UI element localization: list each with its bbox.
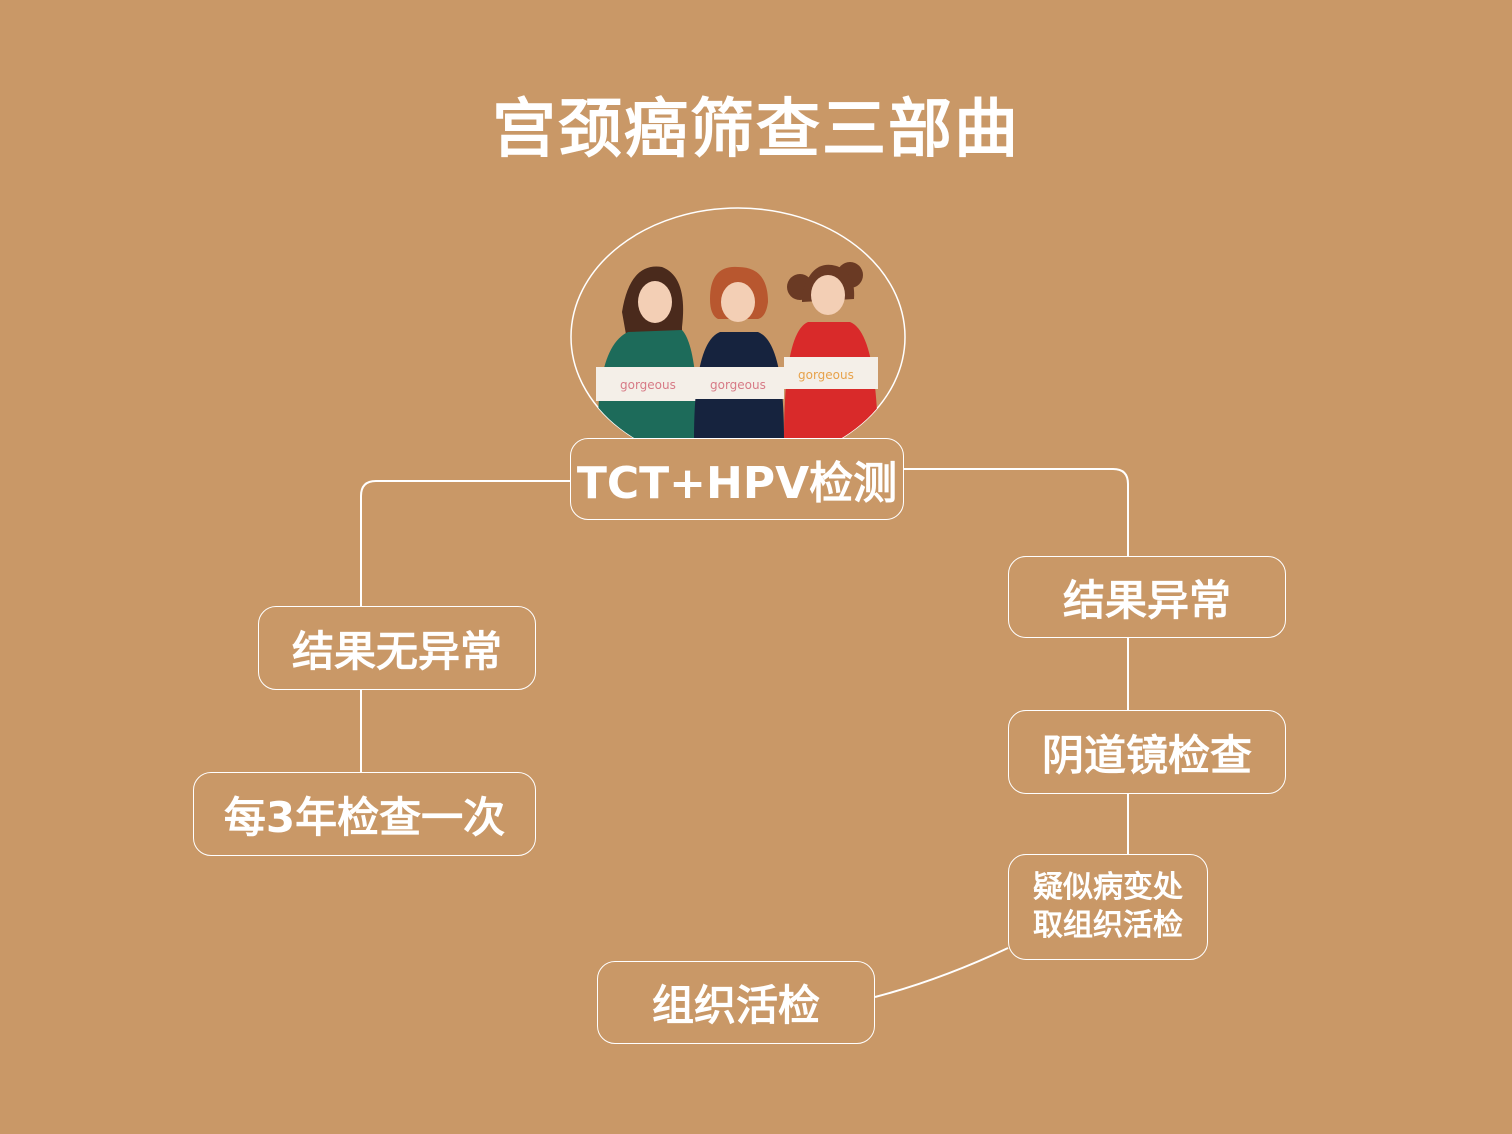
girl-red-icon: gorgeous — [784, 262, 878, 439]
node-tct-hpv-test: TCT+HPV检测 — [570, 438, 904, 520]
sweater-text-3: gorgeous — [798, 368, 854, 382]
sweater-text-2: gorgeous — [710, 378, 766, 392]
three-girls-illustration: gorgeous gorgeous gorgeous — [570, 207, 906, 467]
node-colposcopy: 阴道镜检查 — [1008, 710, 1286, 794]
node-result-normal: 结果无异常 — [258, 606, 536, 690]
girl-navy-icon: gorgeous — [694, 266, 784, 439]
connector-suspect-biopsy — [874, 947, 1009, 998]
connector-root-normal — [360, 480, 570, 606]
node-suspect-lesion-biopsy: 疑似病变处 取组织活检 — [1008, 854, 1208, 960]
connector-root-abnormal — [904, 468, 1129, 556]
node-suspect-line-1: 疑似病变处 — [1033, 870, 1183, 905]
node-suspect-line-2: 取组织活检 — [1033, 908, 1183, 943]
node-check-every-3-years: 每3年检查一次 — [193, 772, 536, 856]
node-tissue-biopsy: 组织活检 — [597, 961, 875, 1044]
sweater-text-1: gorgeous — [620, 378, 676, 392]
node-result-abnormal: 结果异常 — [1008, 556, 1286, 638]
diagram-title: 宫颈癌筛查三部曲 — [492, 93, 1020, 167]
girl-green-icon: gorgeous — [596, 266, 698, 439]
